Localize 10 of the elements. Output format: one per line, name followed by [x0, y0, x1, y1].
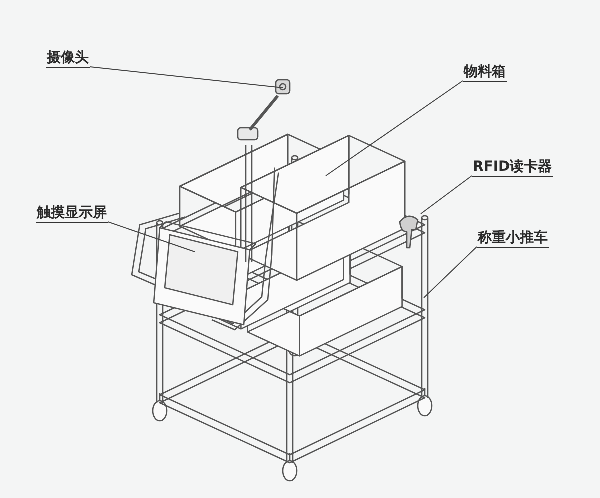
leader-line [424, 246, 478, 298]
part-label: 称重小推车 [477, 230, 549, 248]
part-label: 物料箱 [463, 64, 507, 82]
leader-line [108, 222, 196, 252]
leader-line [326, 80, 464, 176]
part-label: RFID读卡器 [472, 159, 554, 177]
leader-line [90, 66, 284, 88]
part-label: 摄像头 [46, 50, 90, 68]
part-label: 触摸显示屏 [36, 205, 108, 223]
leader-line [420, 176, 472, 214]
